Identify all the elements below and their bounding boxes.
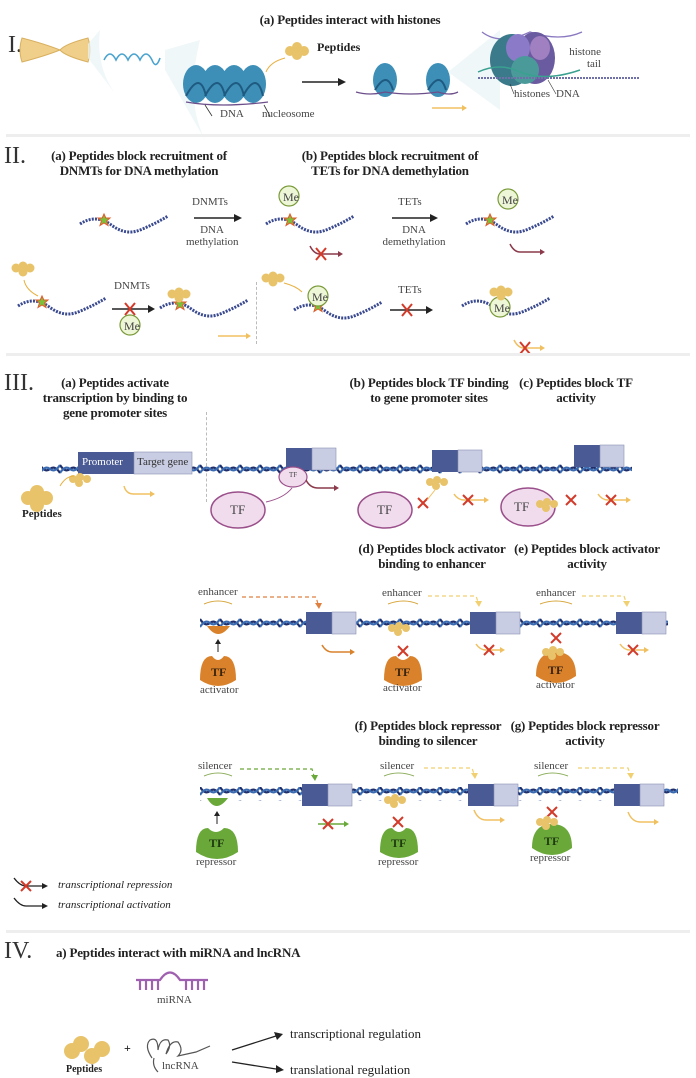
activator-bound-icon	[207, 626, 230, 634]
peptide-cluster	[21, 485, 53, 512]
section-1-illustration	[19, 30, 640, 140]
repressor-tf-icon	[532, 824, 572, 855]
translational-regulation-label: translational regulation	[290, 1062, 411, 1077]
open-chromatin	[355, 63, 459, 97]
repressor-label: repressor	[378, 856, 419, 868]
section-divider	[6, 134, 690, 137]
peptides-label: Peptides	[66, 1064, 103, 1075]
repressor-tf-icon	[380, 828, 418, 858]
enhancer-label: enhancer	[536, 587, 576, 599]
section-2-numeral: II.	[4, 143, 26, 169]
section-3e-title: (e) Peptides block activator activity	[514, 541, 660, 571]
silencer-label: silencer	[380, 760, 415, 772]
section-divider	[6, 353, 690, 356]
section-2a-title: (a) Peptides block recruitment of DNMTs …	[51, 148, 227, 178]
activator-label: activator	[200, 684, 239, 696]
activator-label: activator	[383, 682, 422, 694]
legend-activation-icon	[13, 897, 48, 909]
tf-label: TF	[230, 502, 246, 517]
tets-label: TETs	[398, 196, 422, 208]
silencer-label: silencer	[534, 760, 569, 772]
repressor-tf-icon	[196, 828, 238, 859]
me-label: Me	[494, 301, 510, 315]
tf-label: TF	[377, 502, 393, 517]
transcriptional-regulation-label: transcriptional regulation	[290, 1026, 422, 1041]
repressor-label: repressor	[196, 856, 237, 868]
repressor-label: repressor	[530, 852, 571, 864]
section-divider	[6, 930, 690, 933]
activator-label: activator	[536, 679, 575, 691]
section-3d-title: (d) Peptides block activator binding to …	[358, 541, 506, 571]
legend-activation-label: transcriptional activation	[58, 899, 171, 911]
section-3g-title: (g) Peptides block repressor activity	[510, 718, 660, 748]
section-3b-title: (b) Peptides block TF binding to gene pr…	[349, 375, 509, 405]
tf-label: TF	[391, 836, 407, 850]
tf-small-label: TF	[289, 471, 298, 479]
target-gene-label: Target gene	[137, 456, 189, 468]
lncrna-icon	[146, 1038, 211, 1073]
panel-divider	[206, 412, 207, 502]
nucleosome-array	[183, 65, 271, 117]
tf-label: TF	[395, 665, 411, 679]
plus-sign: +	[124, 1041, 131, 1055]
dnmts-label: DNMTs	[114, 280, 150, 292]
enhancer-label: enhancer	[198, 586, 238, 598]
mirna-icon	[136, 971, 208, 990]
target-gene-box	[133, 451, 193, 475]
peptide-icon	[285, 42, 309, 60]
section-3-numeral: III.	[4, 370, 34, 396]
mirna-label: miRNA	[157, 994, 192, 1006]
promoter-box	[78, 452, 134, 474]
repressor-bound-icon	[207, 798, 228, 806]
me-label: Me	[312, 290, 328, 304]
section-2b-title: (b) Peptides block recruitment of TETs f…	[301, 148, 479, 178]
peptide-cluster-icon	[64, 1036, 110, 1064]
section-4-title: a) Peptides interact with miRNA and lncR…	[56, 945, 301, 960]
section-2-illustration	[11, 185, 556, 355]
silencer-label: silencer	[198, 760, 233, 772]
chromosome-icon	[19, 37, 91, 63]
tets-label: TETs	[398, 284, 422, 296]
section-1-title: (a) Peptides interact with histones	[259, 12, 441, 27]
section-1-numeral: I.	[8, 32, 22, 58]
dna-demethylation-label: DNA demethylation	[382, 224, 446, 248]
histones-label: histones	[514, 88, 551, 100]
chromatin-fiber-icon	[103, 53, 161, 66]
histone-tail-label: histone tail	[569, 46, 601, 70]
legend-repression-icon	[13, 877, 48, 892]
me-label: Me	[502, 193, 518, 207]
lncrna-label: lncRNA	[162, 1060, 199, 1072]
activator-tf-icon	[200, 656, 236, 686]
dna-methylation-label: DNA methylation	[186, 224, 239, 248]
dna-histone-label: DNA	[556, 88, 580, 100]
section-3c-title: (c) Peptides block TF activity	[519, 375, 633, 405]
tf-label: TF	[544, 834, 560, 848]
section-3f-title: (f) Peptides block repressor binding to …	[354, 718, 502, 748]
tf-label: TF	[548, 663, 564, 677]
activator-tf-icon	[536, 652, 576, 683]
tf-icon	[357, 491, 413, 529]
tf-small-icon	[278, 466, 308, 488]
section-3a-title: (a) Peptides activate transcription by b…	[42, 375, 188, 420]
promoter-label: Promoter	[82, 456, 123, 468]
dnmts-label: DNMTs	[192, 196, 228, 208]
tf-label: TF	[514, 499, 530, 514]
dna-label: DNA	[220, 108, 244, 120]
me-label: Me	[283, 190, 299, 204]
histone-detail-icon	[477, 31, 640, 86]
peptides-label: Peptides	[22, 508, 62, 520]
activator-tf-icon	[384, 656, 422, 686]
legend-repression-label: transcriptional repression	[58, 879, 173, 891]
nucleosome-label: nucleosome	[262, 108, 315, 120]
enhancer-label: enhancer	[382, 587, 422, 599]
section-4-numeral: IV.	[4, 938, 33, 964]
peptides-label: Peptides	[317, 40, 361, 54]
tf-label: TF	[211, 665, 227, 679]
me-label: Me	[124, 319, 140, 333]
tf-icon	[210, 491, 266, 529]
panel-divider	[256, 282, 257, 344]
tf-label: TF	[209, 836, 225, 850]
